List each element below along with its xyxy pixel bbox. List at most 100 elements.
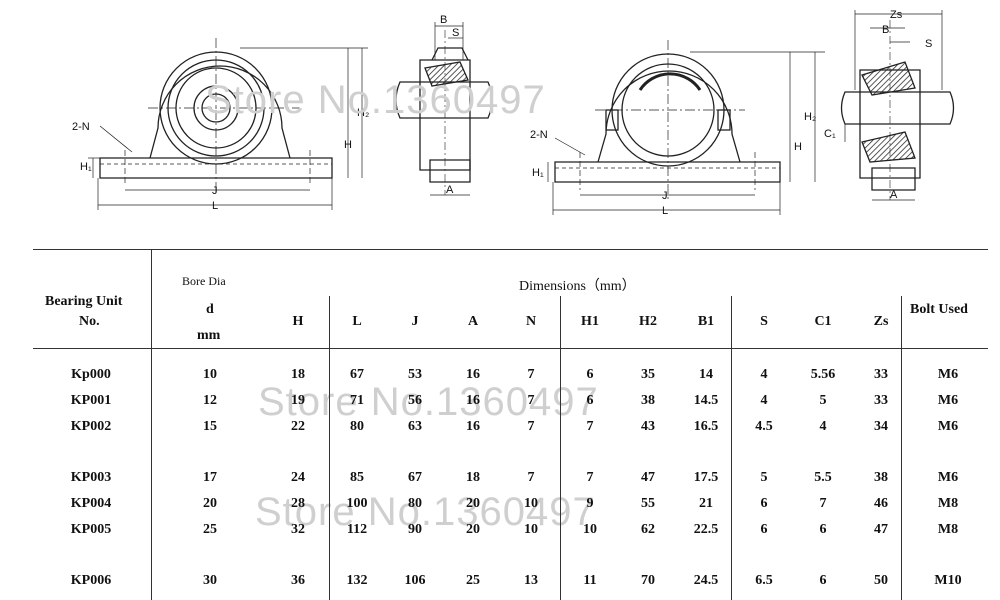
h1-label: H₁ [80,161,92,173]
s-label: S [452,27,459,39]
header-dimensions: Dimensions（mm） [519,279,636,294]
n-label: 2-N [530,129,548,141]
column-header-h: H [292,314,304,329]
cell-c1: 6 [819,573,827,588]
cell-c1: 5.5 [814,470,832,485]
cell-n: 13 [524,573,538,588]
cell-b1: 21 [699,496,713,511]
cell-bolt: M6 [937,393,959,408]
cell-j: 106 [404,573,426,588]
column-header-zs: Zs [873,314,889,329]
cell-h: 22 [291,419,305,434]
cell-l: 112 [346,522,368,537]
cell-h1: 11 [583,573,597,588]
cell-s: 6 [760,496,768,511]
right-front-view [547,40,825,215]
column-header-a: A [467,314,479,329]
cell-j: 80 [408,496,422,511]
cell-h2: 62 [641,522,655,537]
h2-label: H₂ [804,111,816,123]
cell-n: 10 [524,496,538,511]
left-side-labels: B S A [440,14,459,196]
column-divider [560,296,561,600]
column-divider [329,296,330,600]
cell-h1: 9 [586,496,594,511]
cell-h: 19 [291,393,305,408]
cell-a: 18 [466,470,480,485]
l-label: L [662,205,668,217]
cell-a: 16 [466,367,480,382]
cell-l: 100 [346,496,368,511]
cell-h2: 55 [641,496,655,511]
watermark: Store No.1360497 [205,78,546,122]
cell-bolt: M10 [934,573,962,588]
cell-b1: 24.5 [693,573,719,588]
cell-unit: KP003 [70,470,112,485]
cell-h1: 6 [586,367,594,382]
cell-c1: 7 [819,496,827,511]
cell-unit: Kp000 [71,367,111,382]
header-bore-dia: Bore Dia [182,274,226,288]
cell-bolt: M6 [937,470,959,485]
h-label: H [794,141,802,153]
cell-s: 4 [760,393,768,408]
cell-b1: 16.5 [693,419,719,434]
column-header-h2: H2 [639,314,657,329]
column-header-l: L [352,314,362,329]
n-label: 2-N [72,121,90,133]
cell-bolt: M8 [937,496,959,511]
column-header-j: J [411,314,419,329]
header-mm: mm [197,328,221,343]
cell-b1: 14 [699,367,713,382]
cell-s: 5 [760,470,768,485]
cell-zs: 34 [874,419,888,434]
b-label: B [882,24,889,36]
cell-j: 53 [408,367,422,382]
cell-n: 7 [527,393,535,408]
cell-s: 6.5 [755,573,773,588]
cell-zs: 33 [874,393,888,408]
cell-s: 6 [760,522,768,537]
cell-n: 7 [527,470,535,485]
cell-zs: 47 [874,522,888,537]
cell-h2: 47 [641,470,655,485]
cell-a: 25 [466,573,480,588]
l-label: L [212,200,218,212]
j-label: J [662,190,668,202]
table-top-border [33,249,988,250]
cell-unit: KP004 [70,496,112,511]
cell-d: 30 [203,573,217,588]
cell-l: 80 [350,419,364,434]
column-header-n: N [525,314,537,329]
cell-h2: 70 [641,573,655,588]
left-front-labels: 2-N H₁ H H₂ J L [72,107,369,212]
cell-c1: 4 [819,419,827,434]
cell-h1: 6 [586,393,594,408]
cell-j: 67 [408,470,422,485]
header-bottom-border [33,348,988,349]
cell-h2: 43 [641,419,655,434]
cell-l: 67 [350,367,364,382]
column-divider [151,249,152,600]
watermark: Store No.1360497 [258,380,599,424]
header-d: d [206,302,214,317]
cell-d: 10 [203,367,217,382]
cell-h2: 35 [641,367,655,382]
cell-b1: 22.5 [693,522,719,537]
right-side-labels: Zs B S C₁ A [824,9,932,201]
cell-d: 25 [203,522,217,537]
cell-h1: 10 [583,522,597,537]
column-header-s: S [760,314,768,329]
cell-d: 20 [203,496,217,511]
cell-bolt: M6 [937,419,959,434]
cell-l: 132 [346,573,368,588]
cell-j: 90 [408,522,422,537]
cell-l: 71 [350,393,364,408]
cell-s: 4 [760,367,768,382]
column-divider [901,296,902,600]
cell-c1: 6 [819,522,827,537]
cell-h2: 38 [641,393,655,408]
cell-h: 18 [291,367,305,382]
cell-h: 24 [291,470,305,485]
technical-drawings: 2-N H₁ H H₂ J L B S A [72,9,955,217]
